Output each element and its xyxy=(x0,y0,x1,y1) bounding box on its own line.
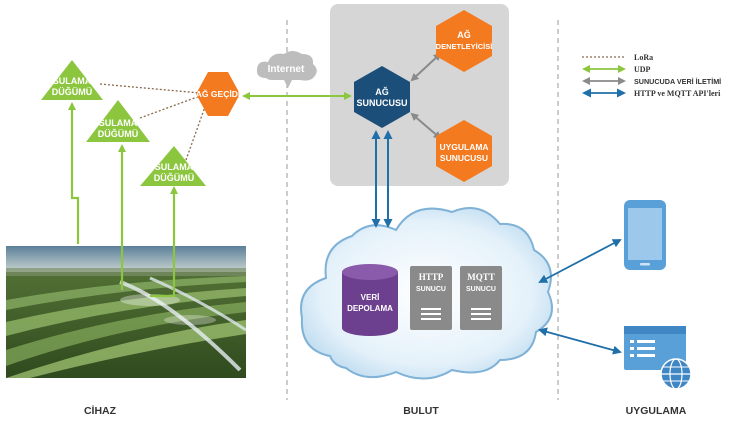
internet-cloud: Internet xyxy=(256,51,317,88)
svg-text:AĞ: AĞ xyxy=(457,29,471,40)
browser-window-icon xyxy=(624,326,686,370)
svg-text:VERİ: VERİ xyxy=(361,293,380,302)
section-device: CİHAZ xyxy=(84,404,117,417)
smartphone-icon xyxy=(624,200,666,270)
api-links-apps xyxy=(538,239,622,355)
svg-text:DÜĞÜMÜ: DÜĞÜMÜ xyxy=(154,172,195,183)
svg-text:MQTT: MQTT xyxy=(467,272,495,282)
api-link-vertical xyxy=(371,130,393,228)
legend-server-transfer: SUNUCUDA VERİ İLETİMİ xyxy=(634,77,721,86)
svg-text:SUNUCU: SUNUCU xyxy=(416,286,446,293)
application-server-node: UYGULAMA SUNUCUSU xyxy=(436,120,492,182)
svg-text:DÜĞÜMÜ: DÜĞÜMÜ xyxy=(98,128,139,139)
legend-http-mqtt: HTTP ve MQTT API'leri xyxy=(634,89,721,98)
field-uplinks xyxy=(68,102,178,298)
network-server-node: AĞ SUNUCUSU xyxy=(354,66,410,128)
section-application: UYGULAMA xyxy=(626,405,687,417)
svg-text:SULAMA: SULAMA xyxy=(99,118,138,128)
legend: LoRa UDP SUNUCUDA VERİ İLETİMİ HTTP ve M… xyxy=(582,53,721,98)
svg-text:AĞ GEÇİDİ: AĞ GEÇİDİ xyxy=(196,88,240,99)
svg-text:UYGULAMA: UYGULAMA xyxy=(439,142,488,152)
server-internal-links xyxy=(410,52,442,140)
svg-text:SULAMA: SULAMA xyxy=(155,162,194,172)
gateway-node: AĞ GEÇİDİ xyxy=(196,72,240,116)
lora-links xyxy=(99,83,207,161)
section-cloud: BULUT xyxy=(403,405,439,417)
legend-lora: LoRa xyxy=(634,53,653,62)
http-server-icon: HTTP SUNUCU xyxy=(410,266,452,330)
svg-text:SUNUCU: SUNUCU xyxy=(466,286,496,293)
sulama-node-2: SULAMA DÜĞÜMÜ xyxy=(86,100,150,142)
globe-icon xyxy=(660,358,692,390)
svg-text:Internet: Internet xyxy=(268,64,305,75)
svg-text:DÜĞÜMÜ: DÜĞÜMÜ xyxy=(52,86,93,97)
svg-text:SULAMA: SULAMA xyxy=(53,76,92,86)
legend-udp: UDP xyxy=(634,65,651,74)
svg-text:HTTP: HTTP xyxy=(419,272,444,282)
field-photo xyxy=(6,246,246,378)
mqtt-server-icon: MQTT SUNUCU xyxy=(460,266,502,330)
network-controller-node: AĞ DENETLEYİCİSİ xyxy=(436,10,493,72)
svg-text:SUNUCUSU: SUNUCUSU xyxy=(440,153,488,163)
sulama-node-3: SULAMA DÜĞÜMÜ xyxy=(140,146,206,186)
svg-text:AĞ: AĞ xyxy=(375,86,389,97)
svg-text:DENETLEYİCİSİ: DENETLEYİCİSİ xyxy=(436,42,493,51)
sulama-node-1: SULAMA DÜĞÜMÜ xyxy=(41,60,103,100)
svg-text:SUNUCUSU: SUNUCUSU xyxy=(356,98,407,108)
svg-text:DEPOLAMA: DEPOLAMA xyxy=(347,304,393,313)
database-icon: VERİ DEPOLAMA xyxy=(342,264,398,336)
